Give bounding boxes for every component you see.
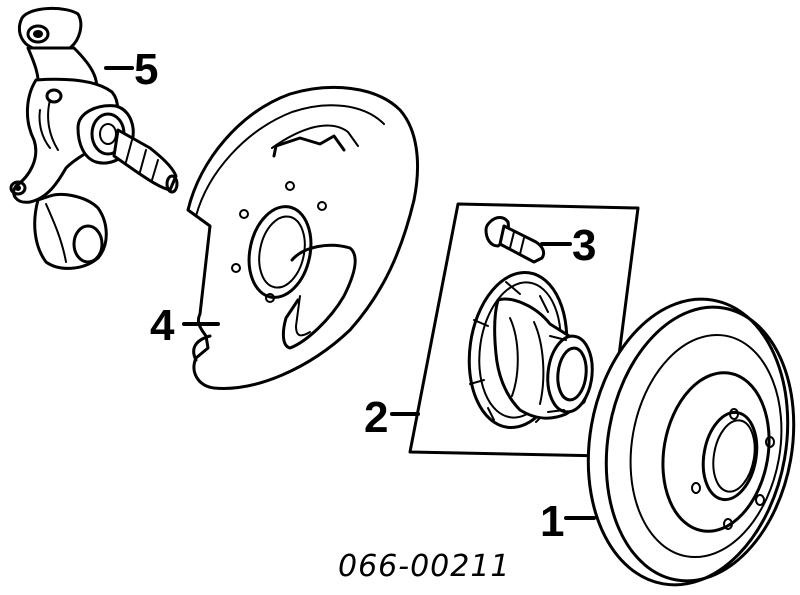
wheel-stud-part: [484, 216, 546, 264]
brake-dust-shield-part: [186, 85, 420, 390]
callout-5: 5: [134, 45, 158, 94]
callout-1: 1: [540, 497, 564, 546]
callout-2: 2: [364, 393, 388, 442]
callout-3: 3: [572, 221, 596, 270]
hub-assembly-part: [408, 202, 640, 458]
part-code-label: 066-00211: [338, 549, 511, 584]
steering-knuckle-part: [9, 6, 179, 270]
callout-4: 4: [150, 301, 175, 350]
brake-disc-rotor-part: [586, 297, 796, 587]
